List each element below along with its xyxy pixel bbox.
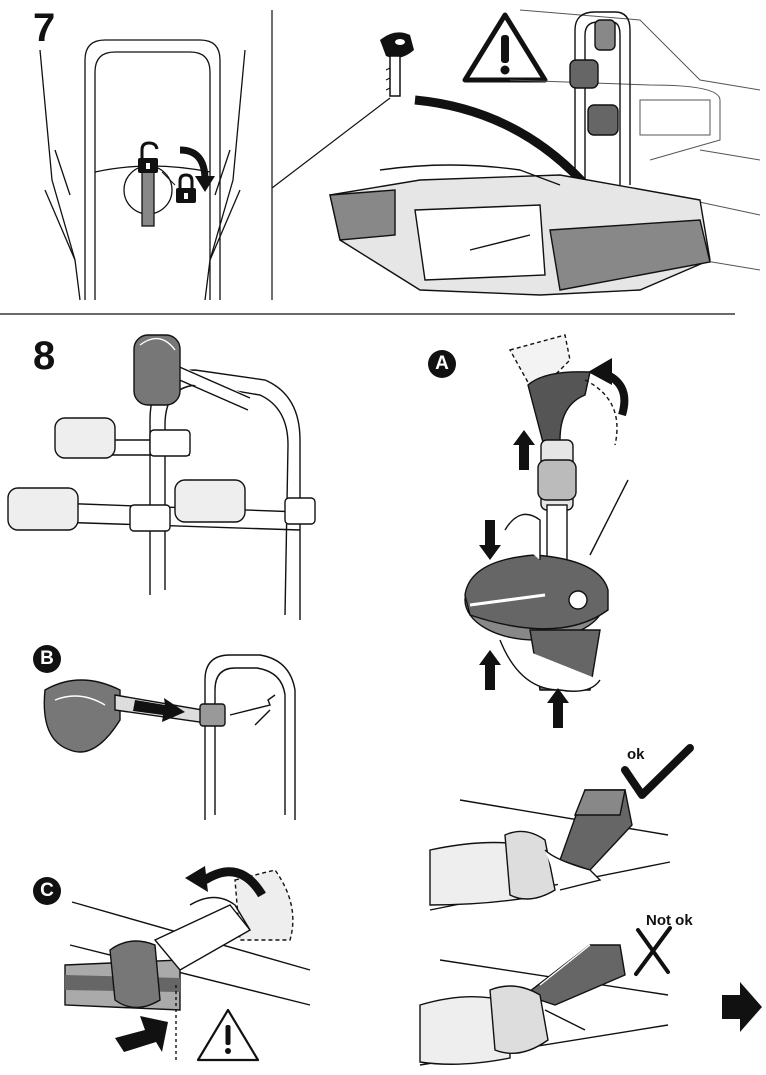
lock-direction-hint <box>161 171 176 186</box>
sub-step-c-badge: C <box>33 877 61 905</box>
cross-icon <box>634 926 672 976</box>
flip-arrow-icon <box>185 866 266 898</box>
incorrect-clamp-illustration <box>419 944 669 1066</box>
section-dividers <box>0 10 735 315</box>
carrier-arms-illustration <box>7 334 316 620</box>
checkmark-icon <box>621 744 694 799</box>
step-7-number: 7 <box>33 6 56 50</box>
arm-insertion-illustration <box>43 654 296 820</box>
clamp-tube-illustration <box>64 869 311 1060</box>
next-page-arrow-icon <box>722 982 762 1032</box>
arm-mechanism-illustration <box>464 334 629 692</box>
correct-clamp-illustration <box>429 789 671 911</box>
step-8-number: 8 <box>33 334 56 378</box>
push-right-arrow-icon <box>115 1016 168 1052</box>
warning-icon <box>462 12 548 83</box>
not-ok-label: Not ok <box>646 912 693 929</box>
push-arrow-icons <box>479 430 569 728</box>
rotate-arrow-icon <box>179 146 215 192</box>
insert-arrow-icon <box>133 698 185 722</box>
key-icon <box>380 32 414 97</box>
lock-icon <box>176 173 196 203</box>
rotate-up-arrow-icon <box>588 358 629 417</box>
car-outline <box>509 9 761 271</box>
caution-warning-icon <box>196 1008 260 1062</box>
ok-label: ok <box>627 746 645 763</box>
lock-detail-illustration <box>39 39 246 301</box>
bike-carrier-illustration <box>329 11 711 296</box>
unlock-icon <box>138 141 159 173</box>
sub-step-a-badge: A <box>428 350 456 378</box>
key-pointer-line <box>271 97 391 189</box>
lock-location-arrow <box>414 95 594 193</box>
sub-step-b-badge: B <box>33 645 61 673</box>
